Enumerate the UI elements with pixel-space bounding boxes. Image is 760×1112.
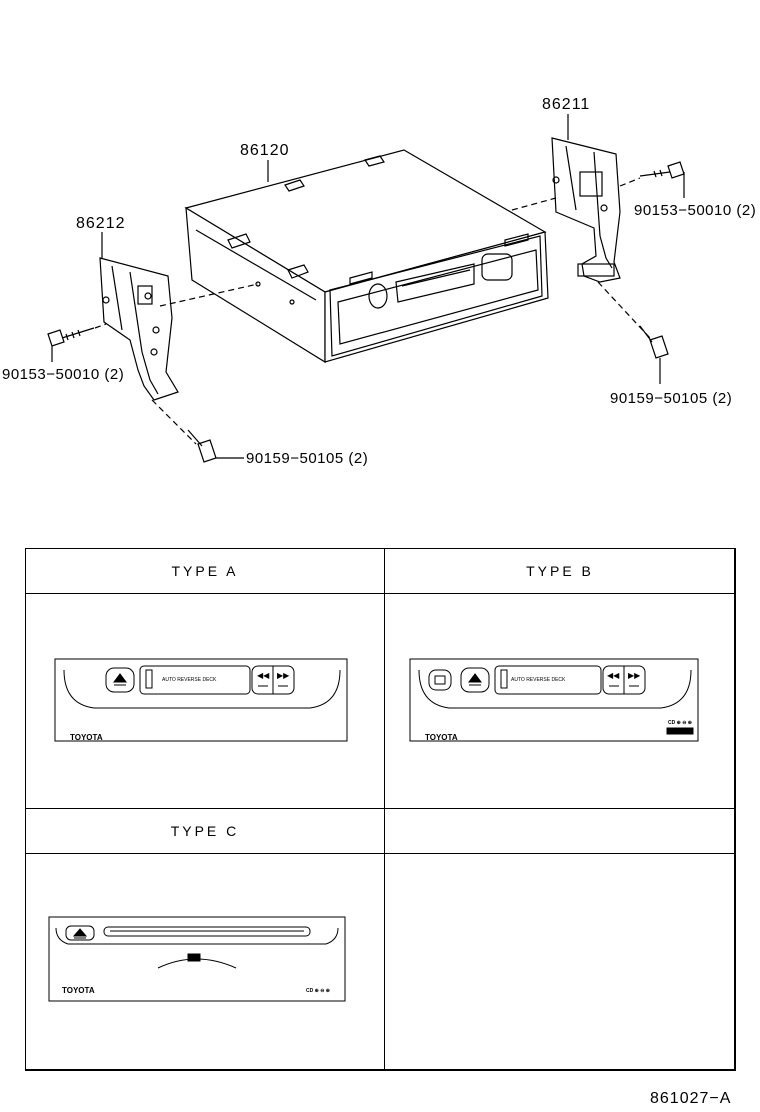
callout-screw-right-a: 90153−50010 (2) (634, 202, 757, 219)
deck-label-b: AUTO REVERSE DECK (511, 677, 566, 683)
cell-type-a: ◀◀ ▶▶ AUTO REVERSE DECK TOYOTA (25, 593, 385, 809)
screws (47, 161, 685, 463)
svg-text:◀◀: ◀◀ (257, 671, 270, 680)
right-bracket (551, 137, 621, 283)
cell-type-c: TOYOTA CD ⊕ ⊖ ⊕ (25, 853, 385, 1071)
radio-unit (184, 149, 549, 364)
header-empty (384, 808, 736, 854)
cd-mark-c: CD ⊕ ⊖ ⊕ (306, 988, 330, 994)
header-type-c: TYPE C (25, 808, 385, 854)
type-table: TYPE A TYPE B ◀◀ ▶▶ AUTO REVERSE DECK TO… (25, 548, 736, 1071)
alignment-lines (94, 177, 651, 445)
header-type-b: TYPE B (384, 548, 736, 594)
exploded-view-diagram (47, 114, 685, 463)
callout-screw-left-b: 90159−50105 (2) (246, 450, 369, 467)
callout-screw-left-a: 90153−50010 (2) (2, 366, 125, 383)
svg-text:▶▶: ▶▶ (277, 671, 290, 680)
callout-86211: 86211 (542, 96, 591, 113)
cd-mark-b: CD ⊕ ⊖ ⊕ (668, 720, 692, 726)
svg-text:◀◀: ◀◀ (607, 671, 620, 680)
callout-86120: 86120 (240, 142, 290, 159)
header-type-a: TYPE A (25, 548, 385, 594)
brand-a: TOYOTA (70, 733, 103, 742)
deck-label-a: AUTO REVERSE DECK (162, 677, 217, 683)
cell-type-b: ◀◀ ▶▶ AUTO REVERSE DECK TOYOTA CD ⊕ ⊖ ⊕ (384, 593, 736, 809)
cell-empty (384, 853, 736, 1071)
panel-type-c (48, 916, 346, 1002)
panel-type-a: ◀◀ ▶▶ (54, 658, 348, 742)
brand-c: TOYOTA (62, 986, 95, 995)
callout-screw-right-b: 90159−50105 (2) (610, 390, 733, 407)
svg-text:▶▶: ▶▶ (628, 671, 641, 680)
brand-b: TOYOTA (425, 733, 458, 742)
panel-type-b: ◀◀ ▶▶ (409, 658, 699, 742)
callout-86212: 86212 (76, 215, 126, 232)
reference-number: 861027−A (650, 1090, 732, 1107)
leader-lines (51, 114, 685, 459)
